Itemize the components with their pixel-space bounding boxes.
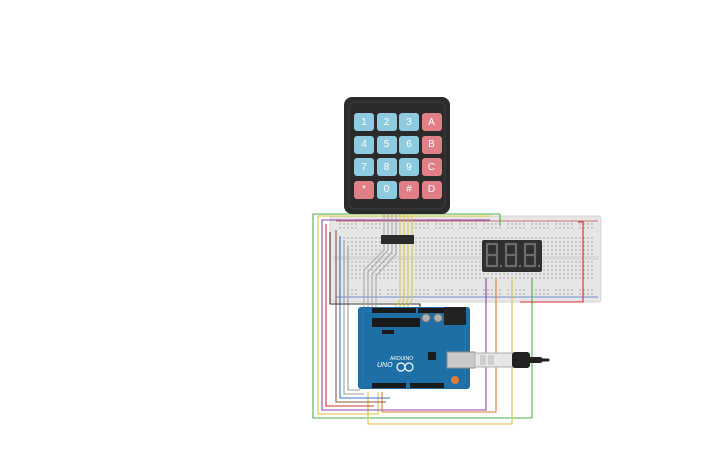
breadboard[interactable]: [329, 215, 602, 303]
keypad-key-7[interactable]: 7: [354, 158, 374, 176]
wire-yellow: [317, 215, 492, 415]
wire-brown: [335, 230, 386, 403]
decimal-point-1: [499, 264, 503, 268]
arduino-board[interactable]: [358, 307, 476, 389]
wire-gray: [343, 240, 364, 395]
keypad-key-6[interactable]: 6: [399, 135, 419, 154]
wire-blue: [339, 236, 390, 399]
arduino-logo-icon: [396, 362, 414, 372]
keypad-key-D[interactable]: D: [421, 180, 442, 199]
seven-segment-display[interactable]: [482, 240, 542, 272]
wire-red: [520, 221, 584, 303]
keypad-key-*[interactable]: *: [354, 180, 374, 199]
decimal-point-2: [518, 264, 522, 268]
arduino-logo-text: ARDUINO: [390, 356, 414, 362]
keypad-key-C[interactable]: C: [421, 158, 442, 176]
keypad-key-#[interactable]: #: [399, 180, 419, 199]
keypad-key-5[interactable]: 5: [376, 135, 397, 154]
keypad-key-2[interactable]: 2: [376, 113, 397, 131]
usb-cable[interactable]: [474, 352, 550, 368]
keypad-key-4[interactable]: 4: [354, 135, 374, 154]
keypad-key-9[interactable]: 9: [399, 158, 419, 176]
keypad-key-3[interactable]: 3: [399, 113, 419, 131]
keypad-header[interactable]: [381, 235, 414, 244]
arduino-model-text: UNO: [377, 362, 393, 369]
keypad-key-8[interactable]: 8: [376, 158, 397, 176]
decimal-point-3: [537, 264, 541, 268]
keypad-key-B[interactable]: B: [421, 135, 442, 154]
keypad-key-1[interactable]: 1: [354, 113, 374, 131]
keypad-key-0[interactable]: 0: [376, 180, 397, 199]
wire-gray-2: [347, 246, 360, 391]
keypad-key-A[interactable]: A: [421, 113, 442, 131]
wire-red-2: [325, 224, 374, 407]
wire-yellow-2: [367, 278, 513, 425]
